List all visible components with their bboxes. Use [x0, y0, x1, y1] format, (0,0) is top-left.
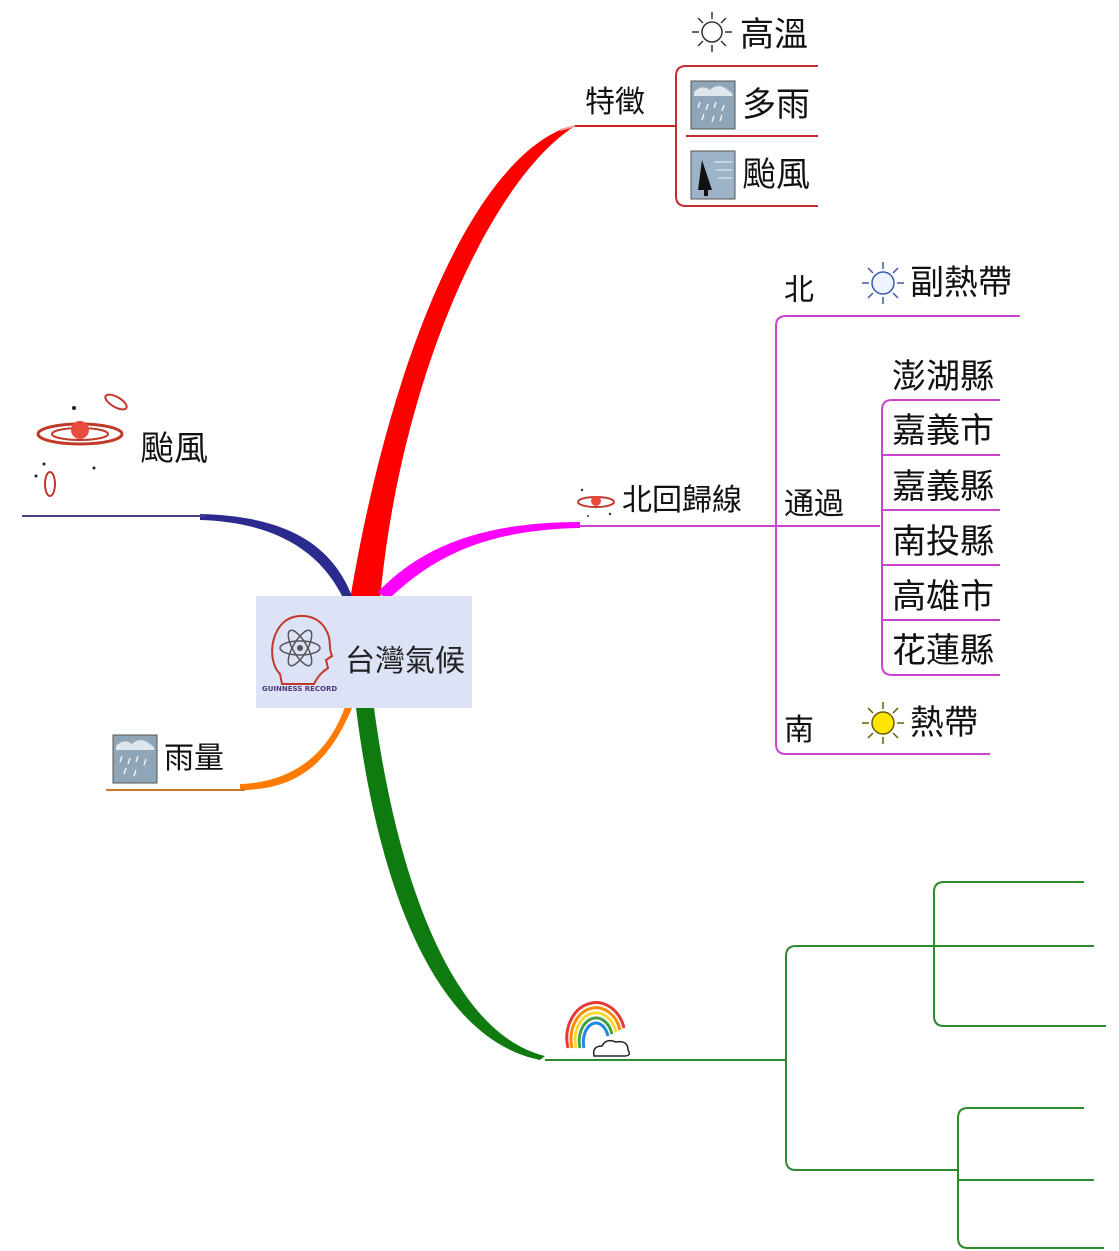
feature-branch-shadow — [559, 125, 576, 131]
tropic-pass-label[interactable]: 通過 — [784, 487, 844, 522]
tropic-south-item[interactable]: 熱帶 — [910, 703, 978, 743]
rainbow-branch — [356, 708, 545, 1060]
topic-features[interactable]: 特徵 — [585, 85, 645, 120]
rainbow-sub-bracket-upper — [933, 881, 1106, 1027]
tropic-branch — [378, 522, 580, 600]
topic-tropic-of-cancer[interactable]: 北回歸線 — [622, 483, 742, 518]
tropic-bracket — [775, 315, 1020, 755]
typhoon-branch — [200, 514, 352, 600]
rainbow-bracket — [785, 945, 958, 1171]
rain-branch — [240, 704, 352, 790]
yellow-sun-icon — [862, 702, 904, 744]
atom-head-icon — [271, 614, 334, 685]
central-topic-box[interactable] — [256, 596, 472, 708]
rainbow-icon — [565, 1001, 631, 1057]
feature-bracket — [675, 65, 818, 207]
county-bracket — [881, 399, 1000, 676]
rain-cloud-icon — [690, 80, 736, 130]
topic-rainfall[interactable]: 雨量 — [164, 741, 224, 776]
county-item[interactable]: 嘉義市 — [892, 411, 994, 451]
windy-tree-icon — [690, 150, 736, 200]
rainbow-sub-bracket-lower — [957, 1107, 1104, 1249]
tropic-north-label[interactable]: 北 — [784, 273, 814, 308]
feature-branch — [350, 126, 575, 600]
sun-icon — [692, 12, 732, 52]
county-item[interactable]: 澎湖縣 — [892, 357, 994, 397]
county-item[interactable]: 南投縣 — [892, 522, 994, 562]
county-item[interactable]: 花蓮縣 — [892, 631, 994, 671]
tropic-south-label[interactable]: 南 — [784, 713, 814, 748]
county-item[interactable]: 嘉義縣 — [892, 467, 994, 507]
county-item[interactable]: 高雄市 — [892, 577, 994, 617]
topic-typhoon[interactable]: 颱風 — [140, 429, 208, 469]
typhoon-swirl-icon — [34, 393, 128, 497]
typhoon-icon — [577, 488, 615, 517]
rain-cloud-icon — [112, 734, 158, 784]
feature-item-rainy[interactable]: 多雨 — [742, 85, 810, 125]
feature-item-typhoon[interactable]: 颱風 — [742, 155, 810, 195]
feature-item-high-temp[interactable]: 高溫 — [740, 15, 808, 55]
sun-icon — [862, 262, 904, 304]
logo-caption: GUINNESS RECORD — [262, 685, 338, 693]
central-topic-title[interactable]: 台灣氣候 — [345, 644, 465, 679]
tropic-north-item[interactable]: 副熱帶 — [910, 263, 1012, 303]
